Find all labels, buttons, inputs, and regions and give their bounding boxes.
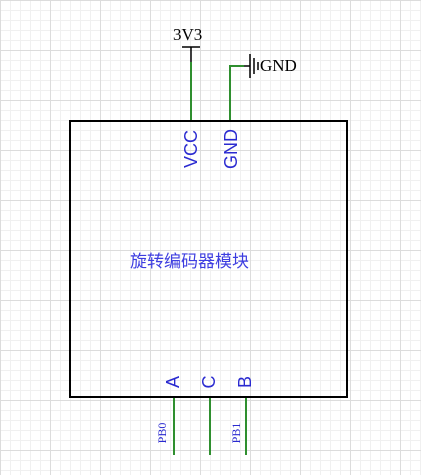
gnd-wire xyxy=(229,65,244,120)
net-b-label: PB1 xyxy=(229,422,243,444)
ground-icon xyxy=(244,54,259,78)
encoder-module-box xyxy=(69,120,348,398)
ground-label: GND xyxy=(260,56,297,75)
supply-label: 3V3 xyxy=(173,25,203,44)
module-name: 旋转编码器模块 xyxy=(130,252,249,272)
pin-b-label: B xyxy=(235,376,255,389)
pin-gnd-label: GND xyxy=(221,129,241,169)
net-a-label: PB0 xyxy=(155,422,169,444)
pin-a-label: A xyxy=(163,376,183,389)
pin-vcc-label: VCC xyxy=(181,129,201,168)
pin-c-label: C xyxy=(199,375,219,389)
